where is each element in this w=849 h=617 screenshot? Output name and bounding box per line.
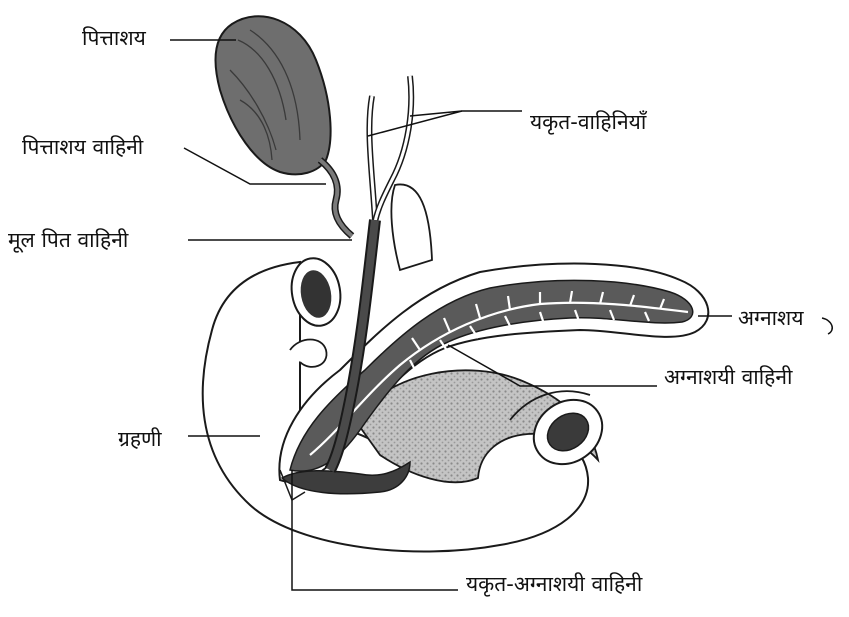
label-hepatopancreatic-duct: यकृत-अग्नाशयी वाहिनी: [466, 574, 642, 595]
label-pancreas: अग्नाशय: [738, 308, 804, 329]
label-gallbladder: पित्ताशय: [82, 28, 146, 49]
label-common-bile-duct: मूल पित वाहिनी: [8, 230, 128, 251]
label-hepatic-ducts: यकृत-वाहिनियाँ: [530, 112, 646, 133]
label-pancreatic-duct: अग्नाशयी वाहिनी: [664, 367, 792, 388]
label-cystic-duct: पित्ताशय वाहिनी: [22, 137, 143, 158]
label-duodenum: ग्रहणी: [118, 429, 162, 450]
